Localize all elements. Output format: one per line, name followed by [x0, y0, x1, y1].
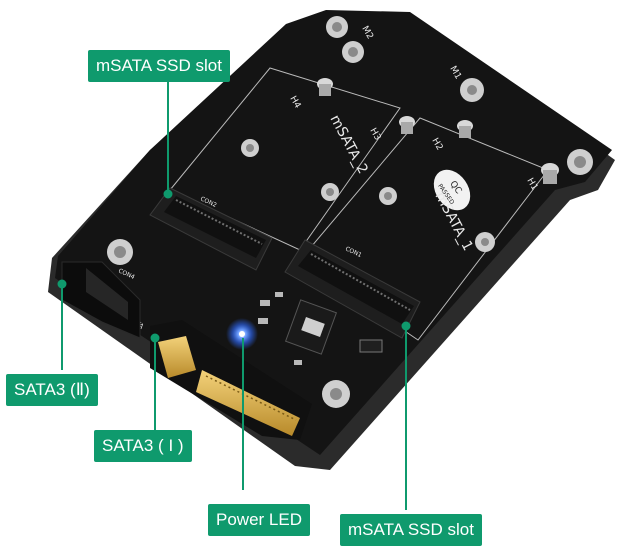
mounting-holes [107, 16, 593, 408]
qc-passed-badge: QC PASSED [433, 169, 471, 211]
slot1-outline [299, 117, 549, 341]
msata-slot-1 [284, 239, 421, 339]
callout-sata3-i: SATA3 ( I ) [94, 430, 192, 462]
callout-power-led: Power LED [208, 504, 310, 536]
callout-sata3-ii: SATA3 (Ⅱ) [6, 374, 98, 406]
sata-i-connector [150, 320, 312, 440]
components [258, 292, 383, 365]
msata-slot-2 [149, 187, 273, 271]
callout-leaders [57, 80, 411, 510]
standoffs [317, 78, 559, 184]
callout-msata-bottom: mSATA SSD slot [340, 514, 482, 546]
callout-msata-top: mSATA SSD slot [88, 50, 230, 82]
